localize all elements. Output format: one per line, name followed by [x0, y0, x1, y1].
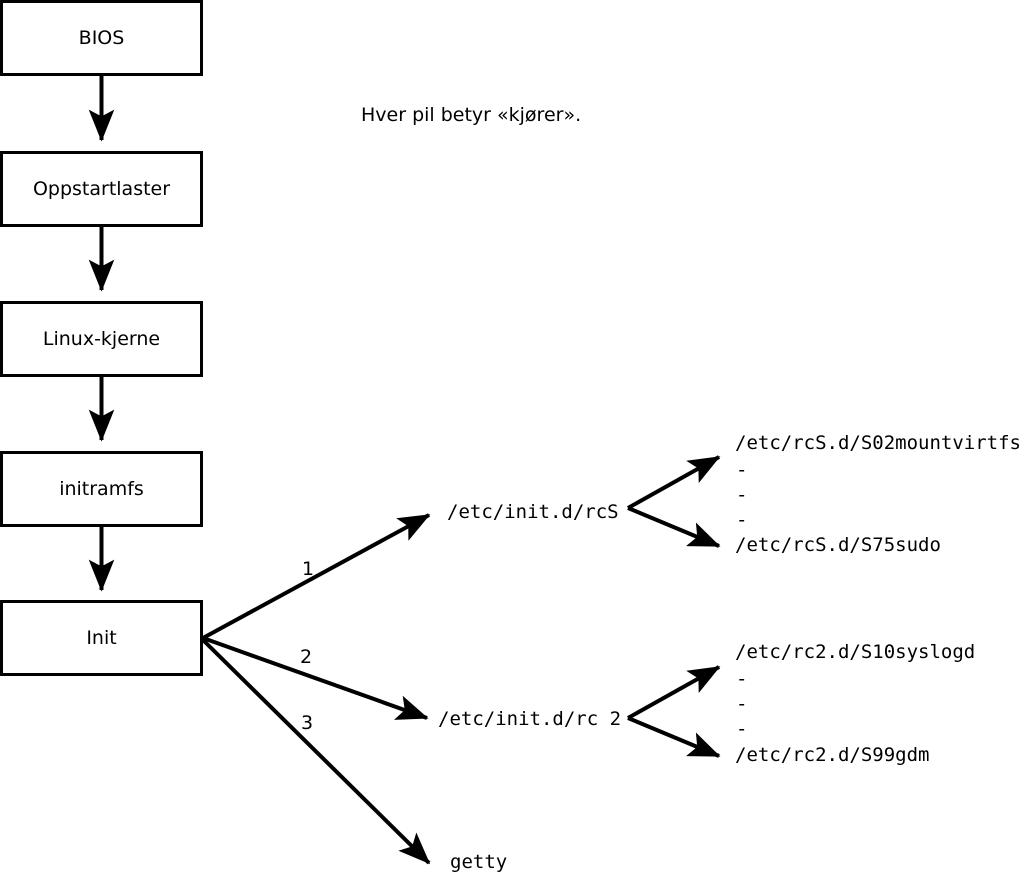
branch-target-rcs[interactable]: /etc/init.d/rcS	[447, 501, 619, 523]
node-bios-label: BIOS	[78, 26, 125, 49]
script-rc2-ellipsis-1: -	[736, 668, 748, 690]
script-rc2-ellipsis-2: -	[736, 693, 748, 715]
script-rc2-first[interactable]: /etc/rc2.d/S10syslogd	[735, 641, 976, 663]
node-initramfs[interactable]: initramfs	[0, 451, 203, 527]
init-branch-arrow-2	[202, 636, 429, 720]
script-rcs-ellipsis-3: -	[736, 509, 748, 531]
node-bootloader[interactable]: Oppstartlaster	[0, 151, 203, 227]
script-rc2-ellipsis-3: -	[736, 718, 748, 740]
branch-target-rc2[interactable]: /etc/init.d/rc 2	[438, 708, 622, 730]
script-rcs-first[interactable]: /etc/rcS.d/S02mountvirtfs	[735, 432, 1021, 454]
node-init-label: Init	[86, 626, 117, 649]
rcs-branch-arrow-first	[627, 455, 721, 510]
node-linux-kernel-label: Linux-kjerne	[42, 327, 161, 350]
diagram-caption: Hver pil betyr «kjører».	[361, 104, 582, 126]
init-branch-arrow-3	[201, 638, 431, 865]
script-rcs-last[interactable]: /etc/rcS.d/S75sudo	[735, 534, 941, 556]
branch-number-3: 3	[301, 712, 314, 734]
node-linux-kernel[interactable]: Linux-kjerne	[0, 301, 203, 377]
node-initramfs-label: initramfs	[59, 477, 144, 500]
branch-number-2: 2	[300, 646, 313, 668]
node-bootloader-label: Oppstartlaster	[32, 177, 171, 200]
rc2-branch-arrow-last	[627, 716, 721, 758]
node-bios[interactable]: BIOS	[0, 0, 203, 76]
script-rc2-last[interactable]: /etc/rc2.d/S99gdm	[735, 744, 930, 766]
init-branch-arrow-1	[202, 513, 431, 640]
rcs-branch-arrow-last	[627, 506, 721, 548]
script-rcs-ellipsis-2: -	[736, 484, 748, 506]
branch-target-getty[interactable]: getty	[450, 851, 508, 873]
rc2-branch-arrow-first	[627, 665, 721, 720]
script-rcs-ellipsis-1: -	[736, 459, 748, 481]
node-init[interactable]: Init	[0, 600, 203, 676]
branch-number-1: 1	[302, 558, 315, 580]
